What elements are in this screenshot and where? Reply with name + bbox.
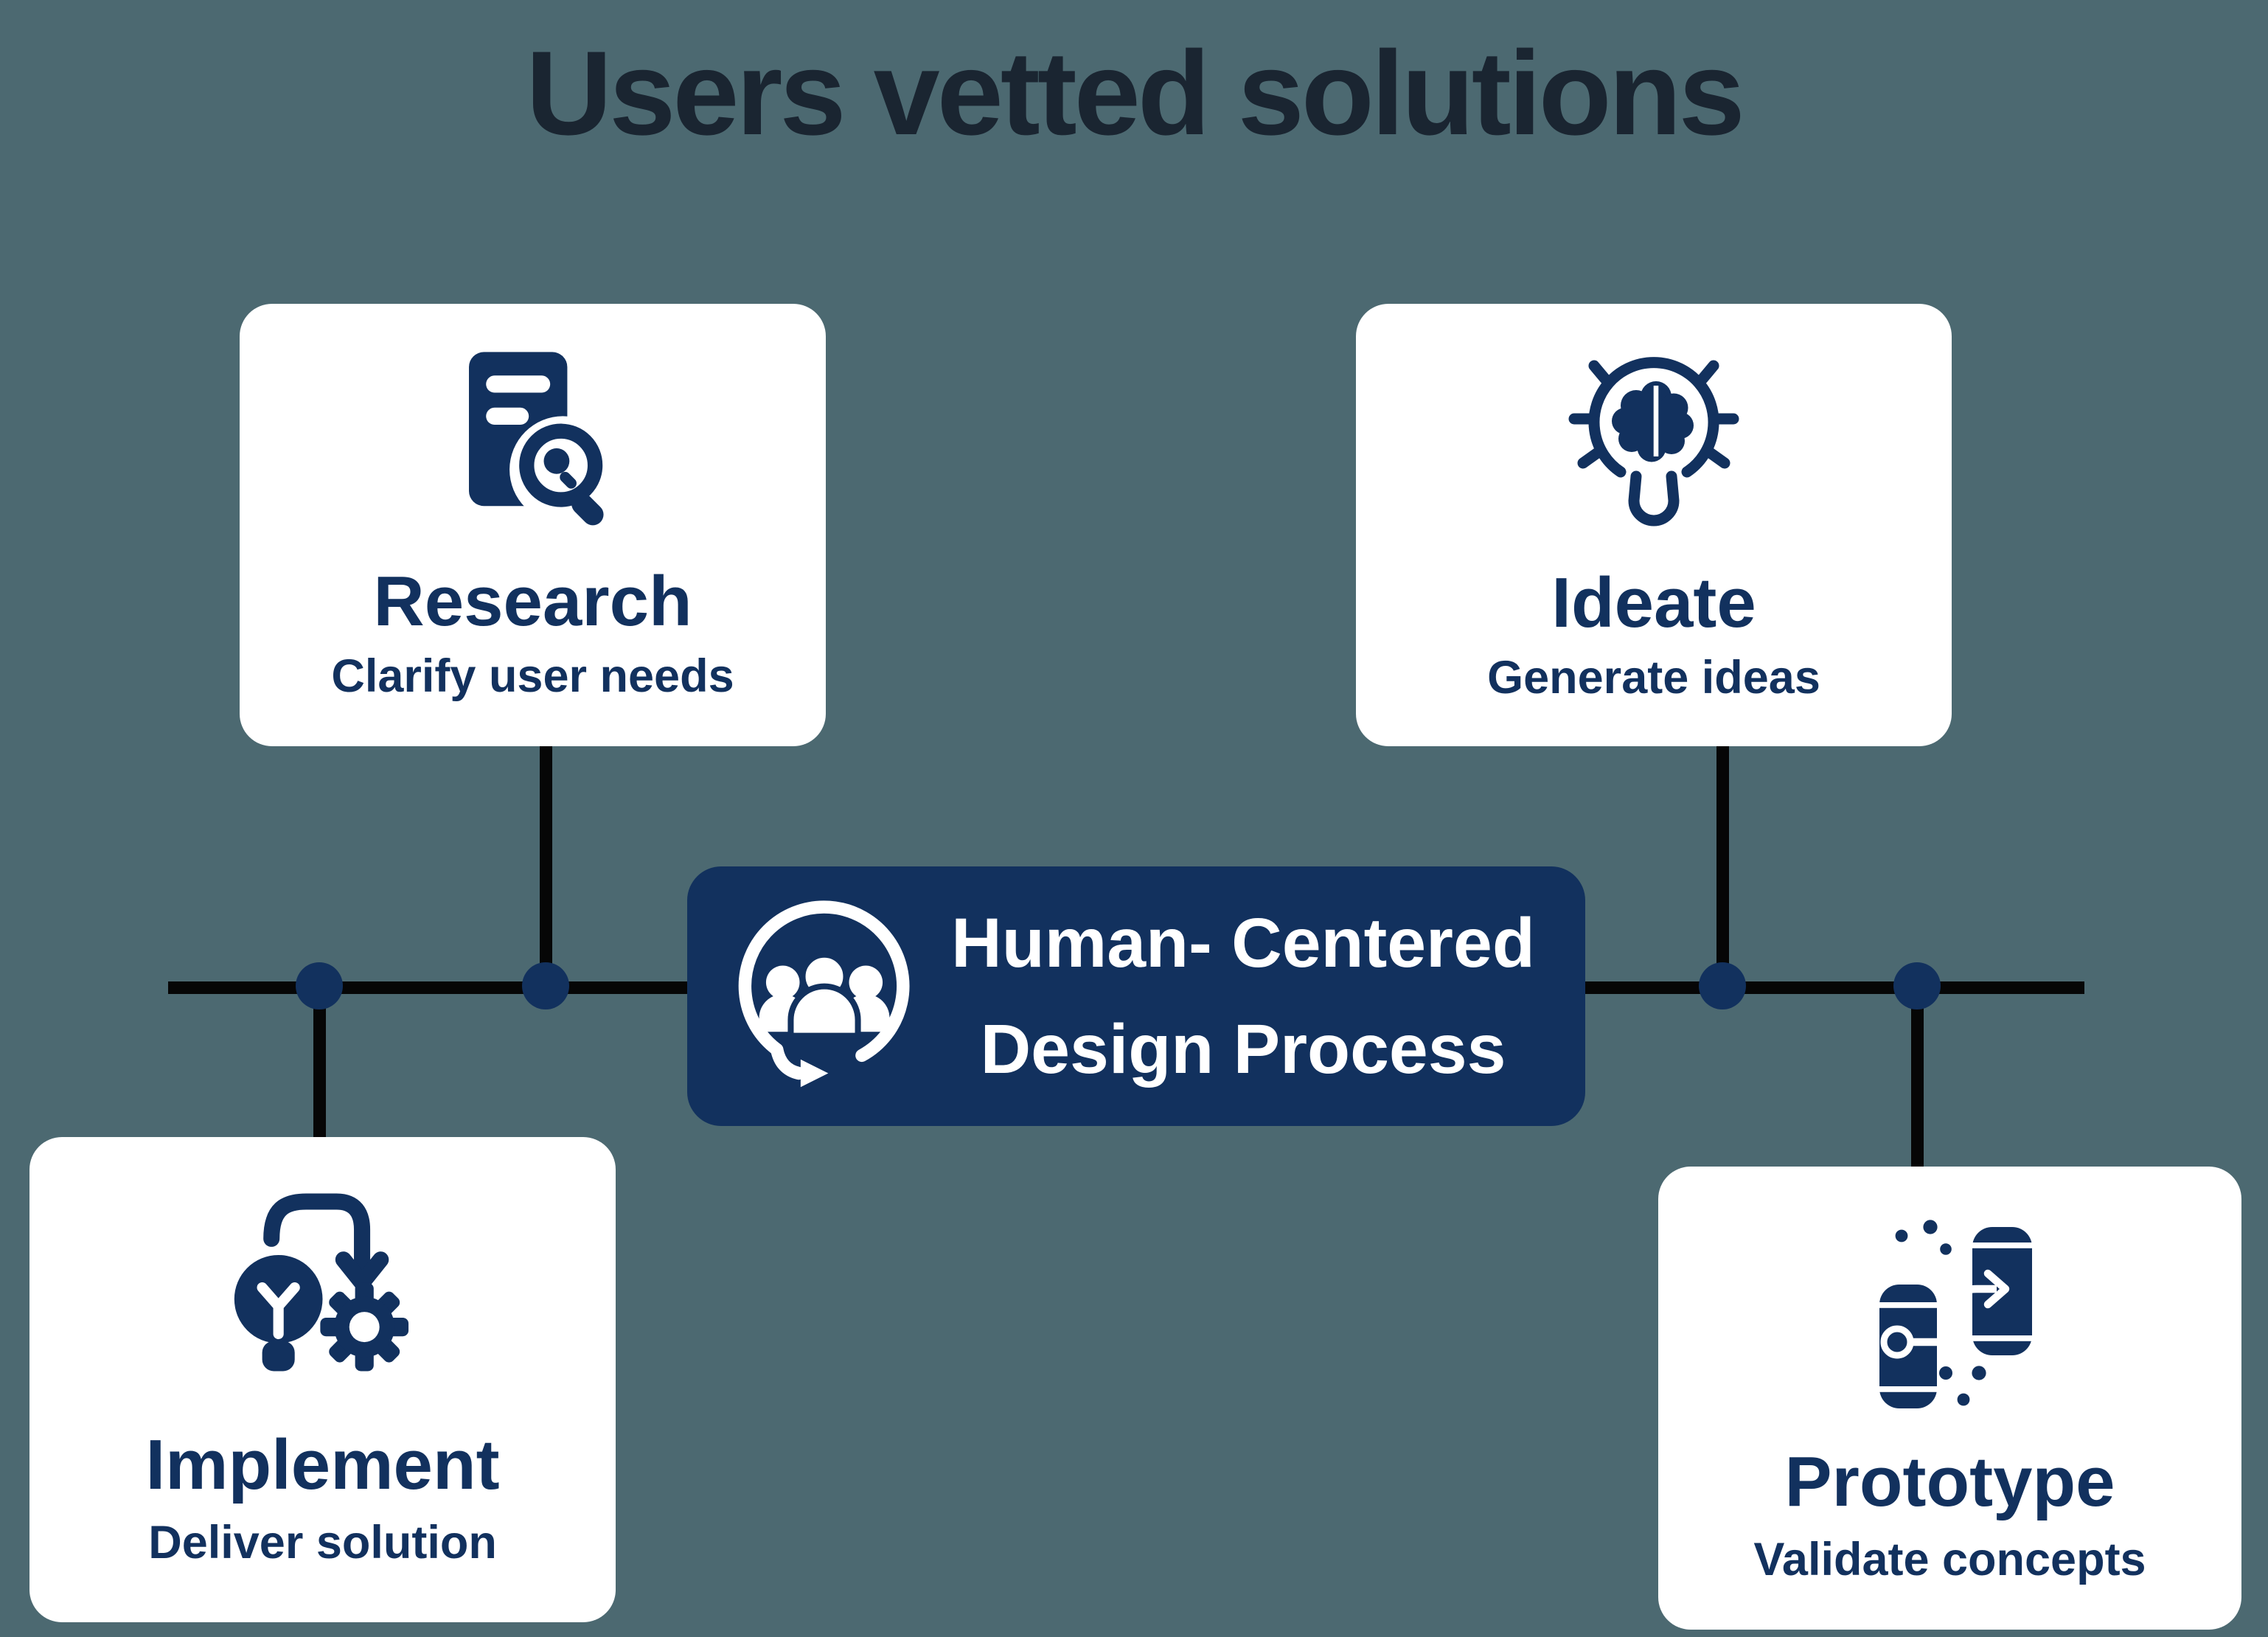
ideate-node-dot <box>1699 962 1746 1009</box>
pill-label: Human- Centered Design Process <box>923 890 1585 1103</box>
people-cycle-icon <box>726 897 923 1095</box>
prototype-subtitle: Validate concepts <box>1753 1534 2146 1585</box>
pill-label-line1: Human- Centered <box>951 903 1535 982</box>
prototype-connector-line <box>1911 987 1924 1169</box>
ideate-subtitle: Generate ideas <box>1487 652 1820 703</box>
implement-node-dot <box>296 962 343 1009</box>
card-prototype: Prototype Validate concepts <box>1658 1167 2241 1630</box>
research-node-dot <box>522 962 569 1009</box>
implement-connector-line <box>313 987 326 1139</box>
research-connector-line <box>540 743 552 988</box>
prototype-node-dot <box>1893 962 1941 1009</box>
human-centered-design-pill: Human- Centered Design Process <box>687 866 1585 1126</box>
implement-title: Implement <box>145 1425 500 1504</box>
card-research: Research Clarify user needs <box>240 304 826 746</box>
ideate-connector-line <box>1716 743 1729 988</box>
research-title: Research <box>373 562 692 641</box>
lightbulb-brain-icon <box>1543 335 1764 556</box>
ideate-title: Ideate <box>1551 563 1756 642</box>
prototype-title: Prototype <box>1784 1442 2115 1521</box>
document-magnifier-icon <box>426 339 640 553</box>
phones-transfer-icon <box>1840 1205 2061 1426</box>
pill-label-line2: Design Process <box>980 1010 1506 1088</box>
research-subtitle: Clarify user needs <box>331 650 734 702</box>
page-title: Users vetted solutions <box>526 27 1745 160</box>
card-implement: Implement Deliver solution <box>29 1137 616 1622</box>
implement-subtitle: Deliver solution <box>148 1517 497 1568</box>
lightbulb-gear-arrow-icon <box>206 1178 439 1411</box>
card-ideate: Ideate Generate ideas <box>1356 304 1952 746</box>
